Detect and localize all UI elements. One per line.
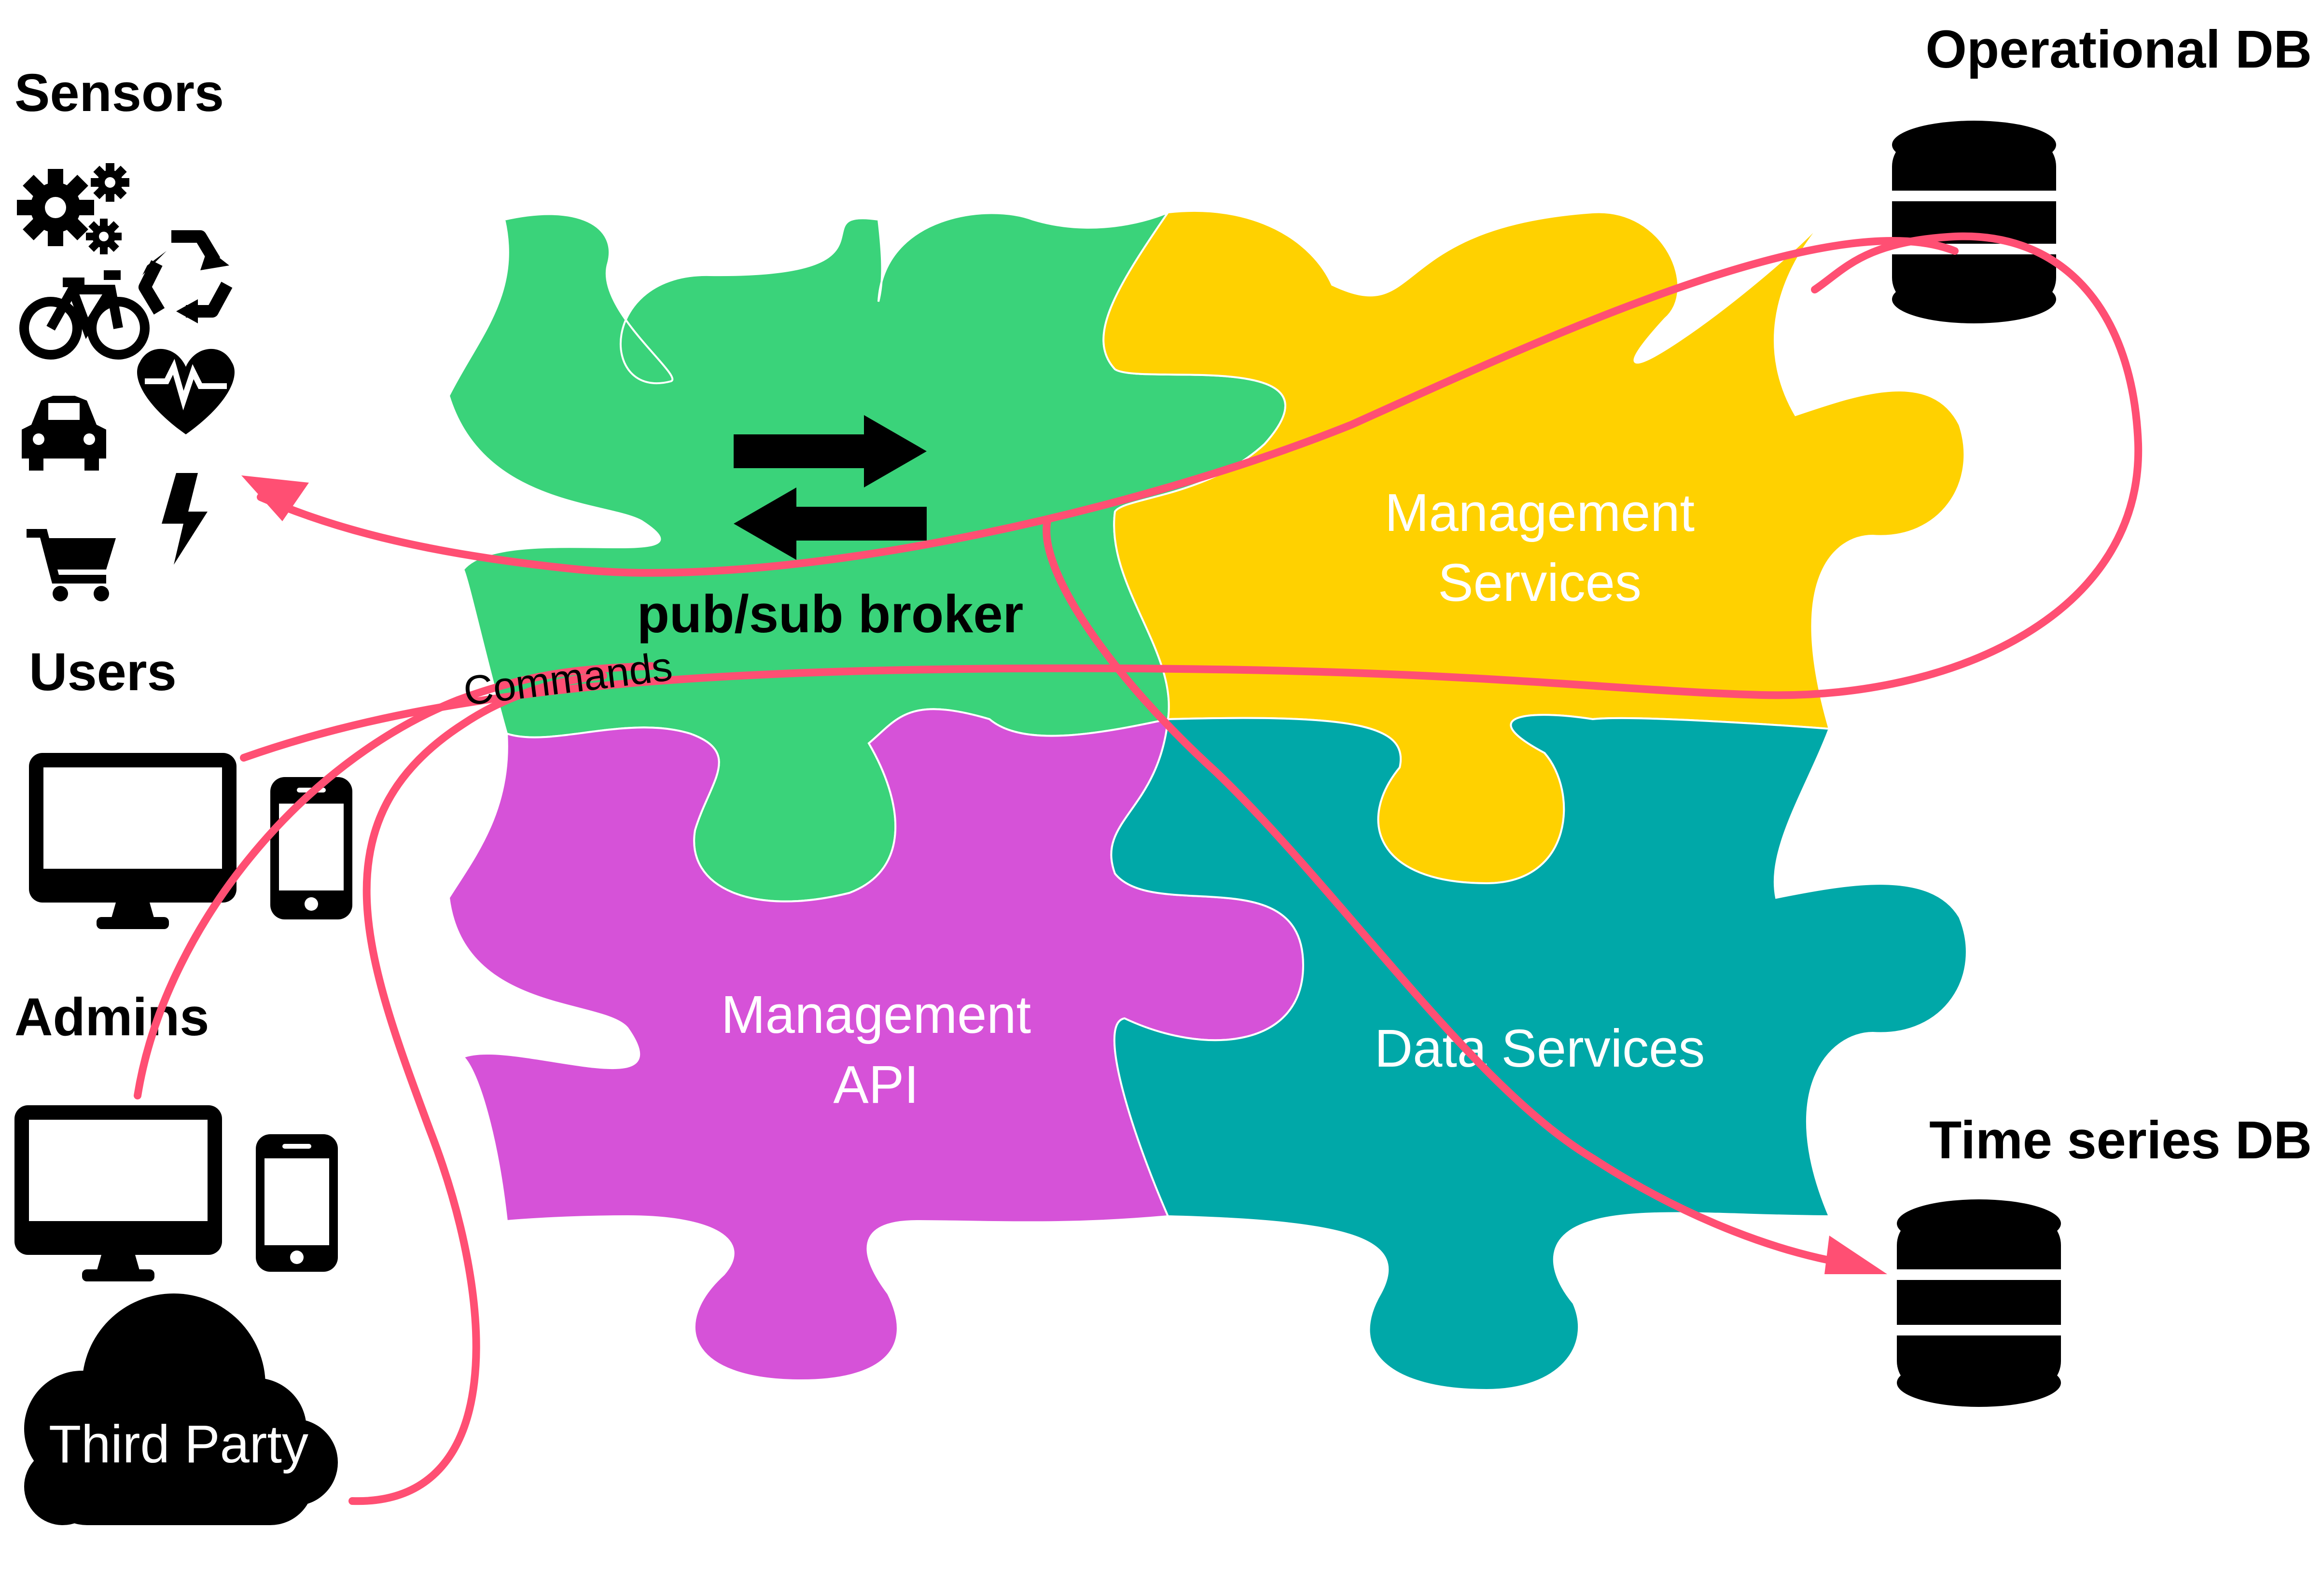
flows bbox=[134, 232, 2143, 1505]
flow-line-third-party bbox=[348, 672, 607, 1505]
flow-arrowhead-time-series-db bbox=[1824, 1236, 1887, 1274]
recycle-icon bbox=[139, 230, 233, 323]
management-services-label-line2: Services bbox=[1438, 553, 1642, 612]
operational-db-icon bbox=[1890, 121, 2059, 323]
operational-db-label: Operational DB bbox=[1925, 20, 2312, 79]
admins-heading: Admins bbox=[14, 987, 209, 1047]
users-smartphone-icon bbox=[270, 777, 352, 919]
admins-desktop-monitor-icon bbox=[14, 1105, 222, 1281]
broker-label: pub/sub broker bbox=[637, 584, 1024, 644]
gears-icon bbox=[17, 163, 129, 254]
users-heading: Users bbox=[29, 642, 177, 702]
flow-line-admins bbox=[134, 662, 655, 1099]
third-party-label: Third Party bbox=[49, 1415, 308, 1474]
users-desktop-monitor-icon bbox=[29, 753, 237, 929]
car-icon bbox=[22, 396, 106, 471]
flow-line-users-loop bbox=[240, 232, 2143, 762]
puzzle bbox=[447, 209, 1968, 1391]
data-services-label: Data Services bbox=[1375, 1019, 1705, 1078]
flow-arrowhead-sensors bbox=[241, 475, 309, 521]
admins-smartphone-icon bbox=[256, 1134, 338, 1272]
cloud-icon bbox=[24, 1293, 338, 1525]
management-api-label-line1: Management bbox=[721, 985, 1031, 1044]
management-api-label-line2: API bbox=[833, 1055, 918, 1114]
heart-pulse-icon bbox=[137, 348, 235, 434]
management-services-label-line1: Management bbox=[1385, 483, 1695, 542]
sensors-heading: Sensors bbox=[14, 63, 224, 123]
flow-line-to-time-series-db bbox=[1043, 517, 1857, 1268]
time-series-db-icon bbox=[1894, 1199, 2063, 1407]
shopping-cart-icon bbox=[27, 529, 116, 601]
time-series-db-label: Time series DB bbox=[1929, 1111, 2312, 1170]
bicycle-icon bbox=[19, 270, 150, 360]
lightning-icon bbox=[162, 473, 208, 565]
exchange-arrows-icon bbox=[734, 415, 927, 560]
flow-line-to-sensors bbox=[257, 237, 1959, 577]
